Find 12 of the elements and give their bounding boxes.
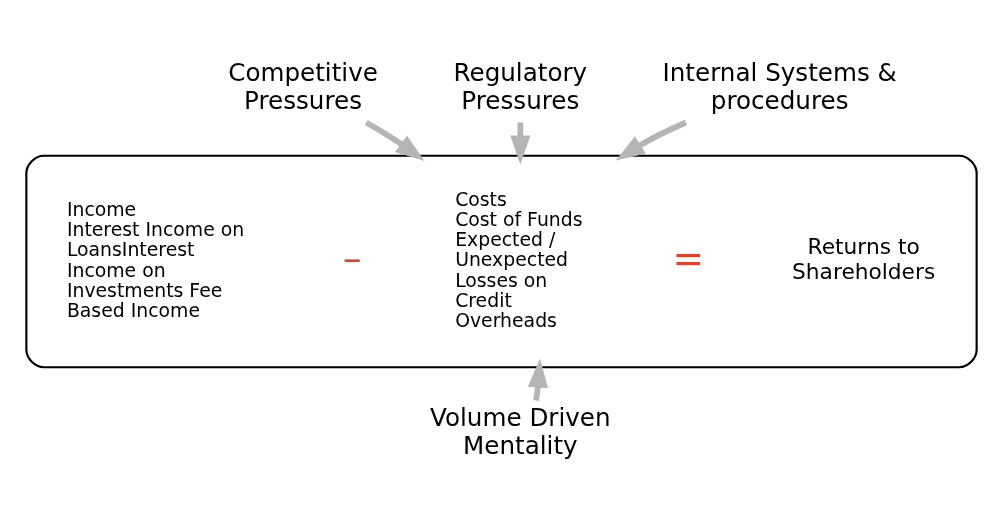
label: – — [342, 235, 362, 280]
arrow — [364, 119, 425, 161]
arrow — [615, 119, 688, 161]
cluster — [25, 154, 978, 369]
node-text: Returns to Shareholders — [792, 234, 936, 284]
node-text: Income Interest Income on LoansInterest Income on Investments Fee Based Income — [66, 198, 245, 322]
node-text: Competitive Pressures — [228, 58, 378, 115]
node-text: Costs Cost of Funds Expected / Unexpected Losses on Credit Overheads — [455, 188, 583, 332]
node-text: Regulatory Pressures — [453, 58, 588, 115]
node-text: Volume Driven Mentality — [430, 403, 611, 460]
node-text: Internal Systems & procedures — [662, 58, 897, 115]
label: = — [672, 235, 705, 280]
